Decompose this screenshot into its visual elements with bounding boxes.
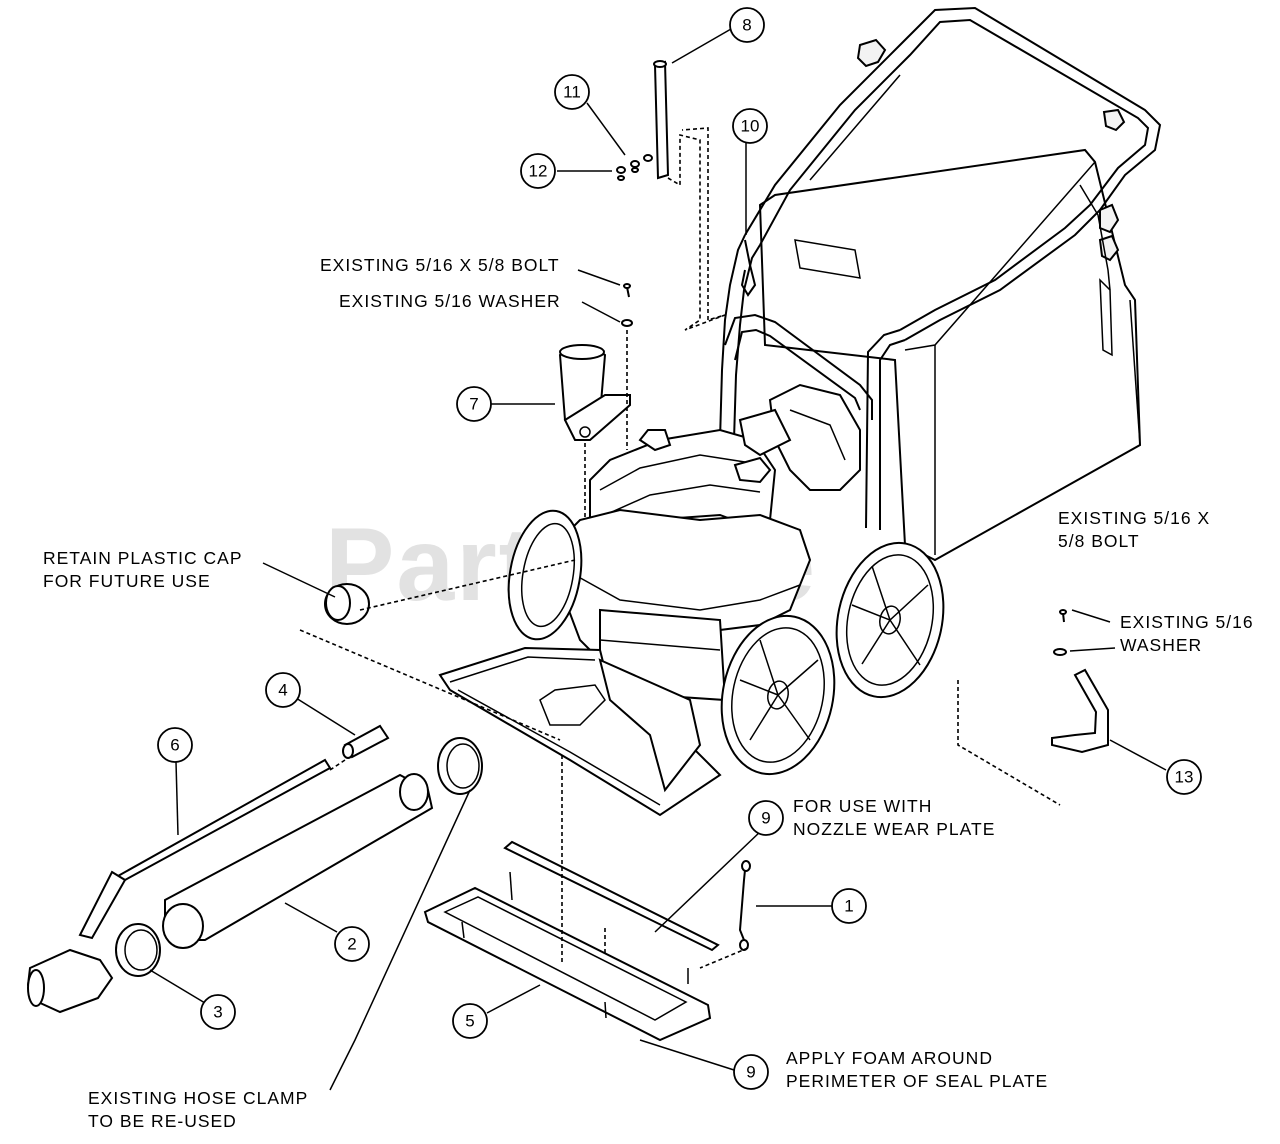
callout-7-label: 7 [469,395,478,414]
collection-bag [758,148,1142,562]
part-13-bracket [1051,668,1109,754]
plastic-cap [324,583,370,625]
note-existing-bolt-right-line2: 5/8 BOLT [1058,531,1140,551]
callout-2-label: 2 [347,935,356,954]
assembly-lines [299,127,1061,969]
note-existing-washer-right-line2: WASHER [1120,635,1203,655]
callout-5: 5 [452,1003,488,1039]
callout-11: 11 [554,74,590,110]
note-retain-cap-line2: FOR FUTURE USE [43,571,211,591]
hardware-bolt-washer-top [621,283,633,327]
callout-12: 12 [520,153,556,189]
callout-1: 1 [831,888,867,924]
note-retain-cap-line1: RETAIN PLASTIC CAP [43,548,243,568]
callout-1-label: 1 [844,897,853,916]
parts-11-12-hardware [616,154,653,181]
callout-9-foam: 9 [733,1054,769,1090]
part-10-cable [740,239,757,297]
callout-9-wear: 9 [748,800,784,836]
callout-8: 8 [729,7,765,43]
callout-4-label: 4 [278,681,287,700]
callout-8-label: 8 [742,16,751,35]
callout-4: 4 [265,672,301,708]
wheels [507,509,945,776]
callout-13-label: 13 [1175,768,1194,787]
callout-9-foam-label: 9 [746,1063,755,1082]
handle-frame [719,6,1162,530]
callout-3: 3 [200,994,236,1030]
callout-2: 2 [334,926,370,962]
callout-5-label: 5 [465,1012,474,1031]
part-3-clamp [115,923,161,977]
callout-6: 6 [157,727,193,763]
callout-3-label: 3 [213,1003,222,1022]
callout-11-label: 11 [563,83,581,102]
leader-lines [149,28,1167,1091]
callout-6-label: 6 [170,736,179,755]
note-existing-washer-top: EXISTING 5/16 WASHER [339,291,561,311]
callout-9-wear-label: 9 [761,809,770,828]
nozzle [438,646,722,817]
part-2-hose [162,773,434,949]
note-existing-washer-right-line1: EXISTING 5/16 [1120,612,1254,632]
part-4-adapter [342,724,390,759]
callout-10-label: 10 [741,117,760,136]
note-hose-clamp-line2: TO BE RE-USED [88,1111,237,1131]
note-nozzle-wear-line2: NOZZLE WEAR PLATE [793,819,996,839]
hardware-bolt-washer-right [1053,609,1067,656]
part-8-rod [653,60,670,180]
part-5-seal-plate [423,886,712,1042]
existing-hose-clamp [437,737,483,795]
callout-13: 13 [1166,759,1202,795]
callout-12-label: 12 [529,162,548,181]
part-1-link [738,860,751,951]
note-hose-clamp-line1: EXISTING HOSE CLAMP [88,1088,309,1108]
note-apply-foam-line2: PERIMETER OF SEAL PLATE [786,1071,1049,1091]
callout-7: 7 [456,386,492,422]
part-6-wand [26,758,332,1014]
callout-10: 10 [732,108,768,144]
part-7-filter [558,344,631,441]
note-apply-foam-line1: APPLY FOAM AROUND [786,1048,993,1068]
note-nozzle-wear-line1: FOR USE WITH [793,796,933,816]
note-existing-bolt-right-line1: EXISTING 5/16 X [1058,508,1211,528]
note-existing-bolt-top: EXISTING 5/16 X 5/8 BOLT [320,255,560,275]
